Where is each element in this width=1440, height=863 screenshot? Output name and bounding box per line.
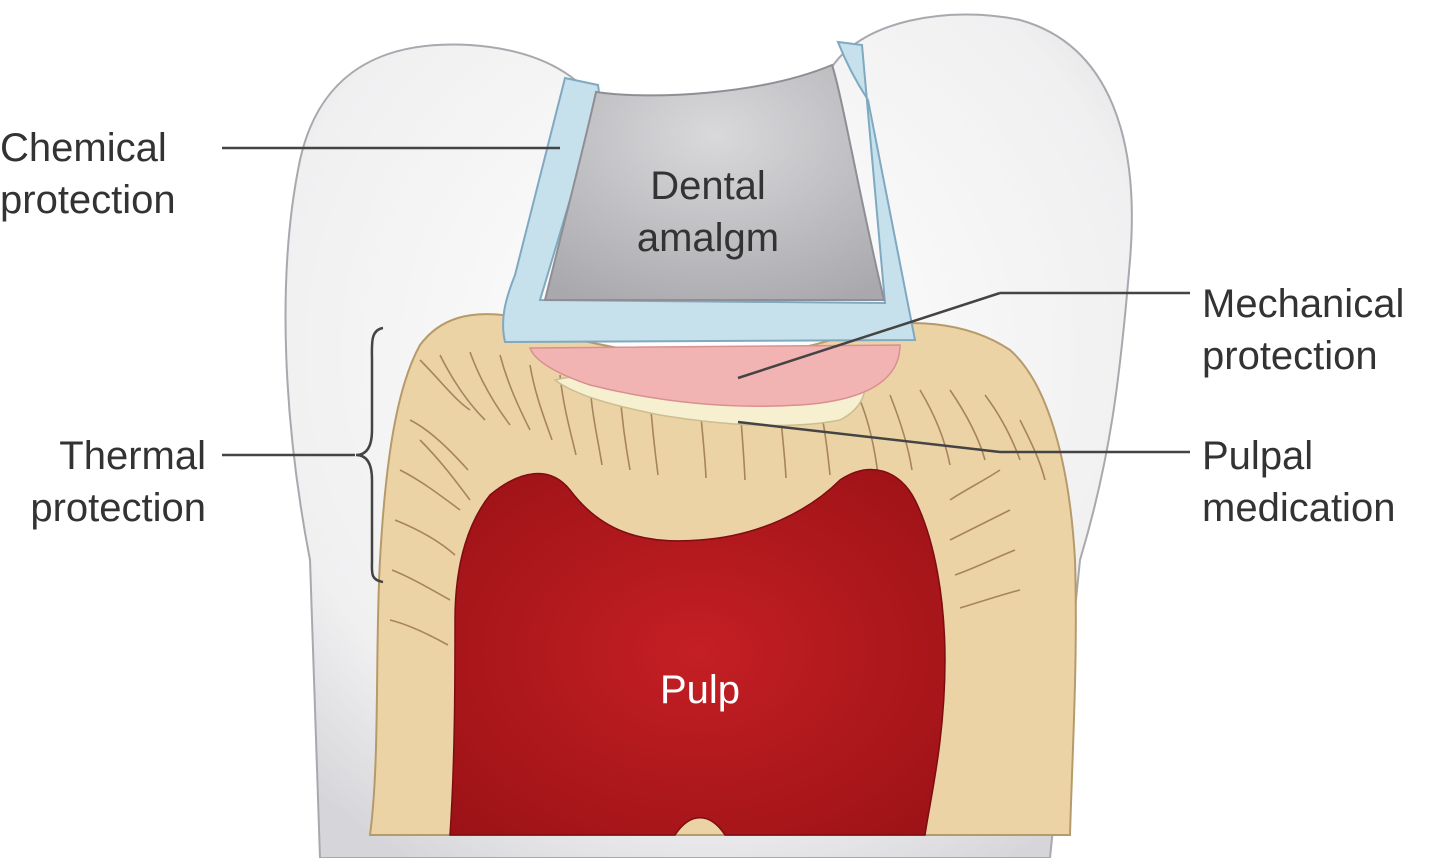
pulpal-label-line1: Pulpal xyxy=(1202,434,1314,478)
pulp-label: Pulp xyxy=(600,664,800,716)
thermal-brace xyxy=(355,326,384,584)
mechanical-leader-diagonal xyxy=(737,291,1001,380)
mechanical-base-layer xyxy=(528,344,901,408)
pulp-label-text: Pulp xyxy=(659,668,741,712)
mechanical-protection-label: Mechanical protection xyxy=(1202,278,1404,382)
chemical-label-line1: Chemical xyxy=(0,126,167,170)
dental-amalgam-filling xyxy=(543,63,886,301)
pulpal-leader-diagonal xyxy=(737,420,1001,454)
leader-lines xyxy=(222,146,1190,457)
thermal-label-line2: protection xyxy=(30,486,206,530)
pulp-chamber xyxy=(449,468,946,836)
chemical-protection-label: Chemical protection xyxy=(0,122,176,226)
thermal-protection-label: Thermal protection xyxy=(0,430,206,534)
chemical-label-line2: protection xyxy=(0,178,176,222)
mechanical-label-line1: Mechanical xyxy=(1202,282,1405,326)
mechanical-label-line2: protection xyxy=(1202,334,1378,378)
pulpal-medication-label: Pulpal medication xyxy=(1202,430,1395,534)
thermal-label-line1: Thermal xyxy=(59,434,206,478)
amalgam-label-line2: amalgm xyxy=(636,216,780,260)
dental-amalgam-label: Dental amalgm xyxy=(608,160,808,264)
amalgam-label-line1: Dental xyxy=(650,164,766,208)
pulpal-label-line2: medication xyxy=(1202,486,1396,530)
